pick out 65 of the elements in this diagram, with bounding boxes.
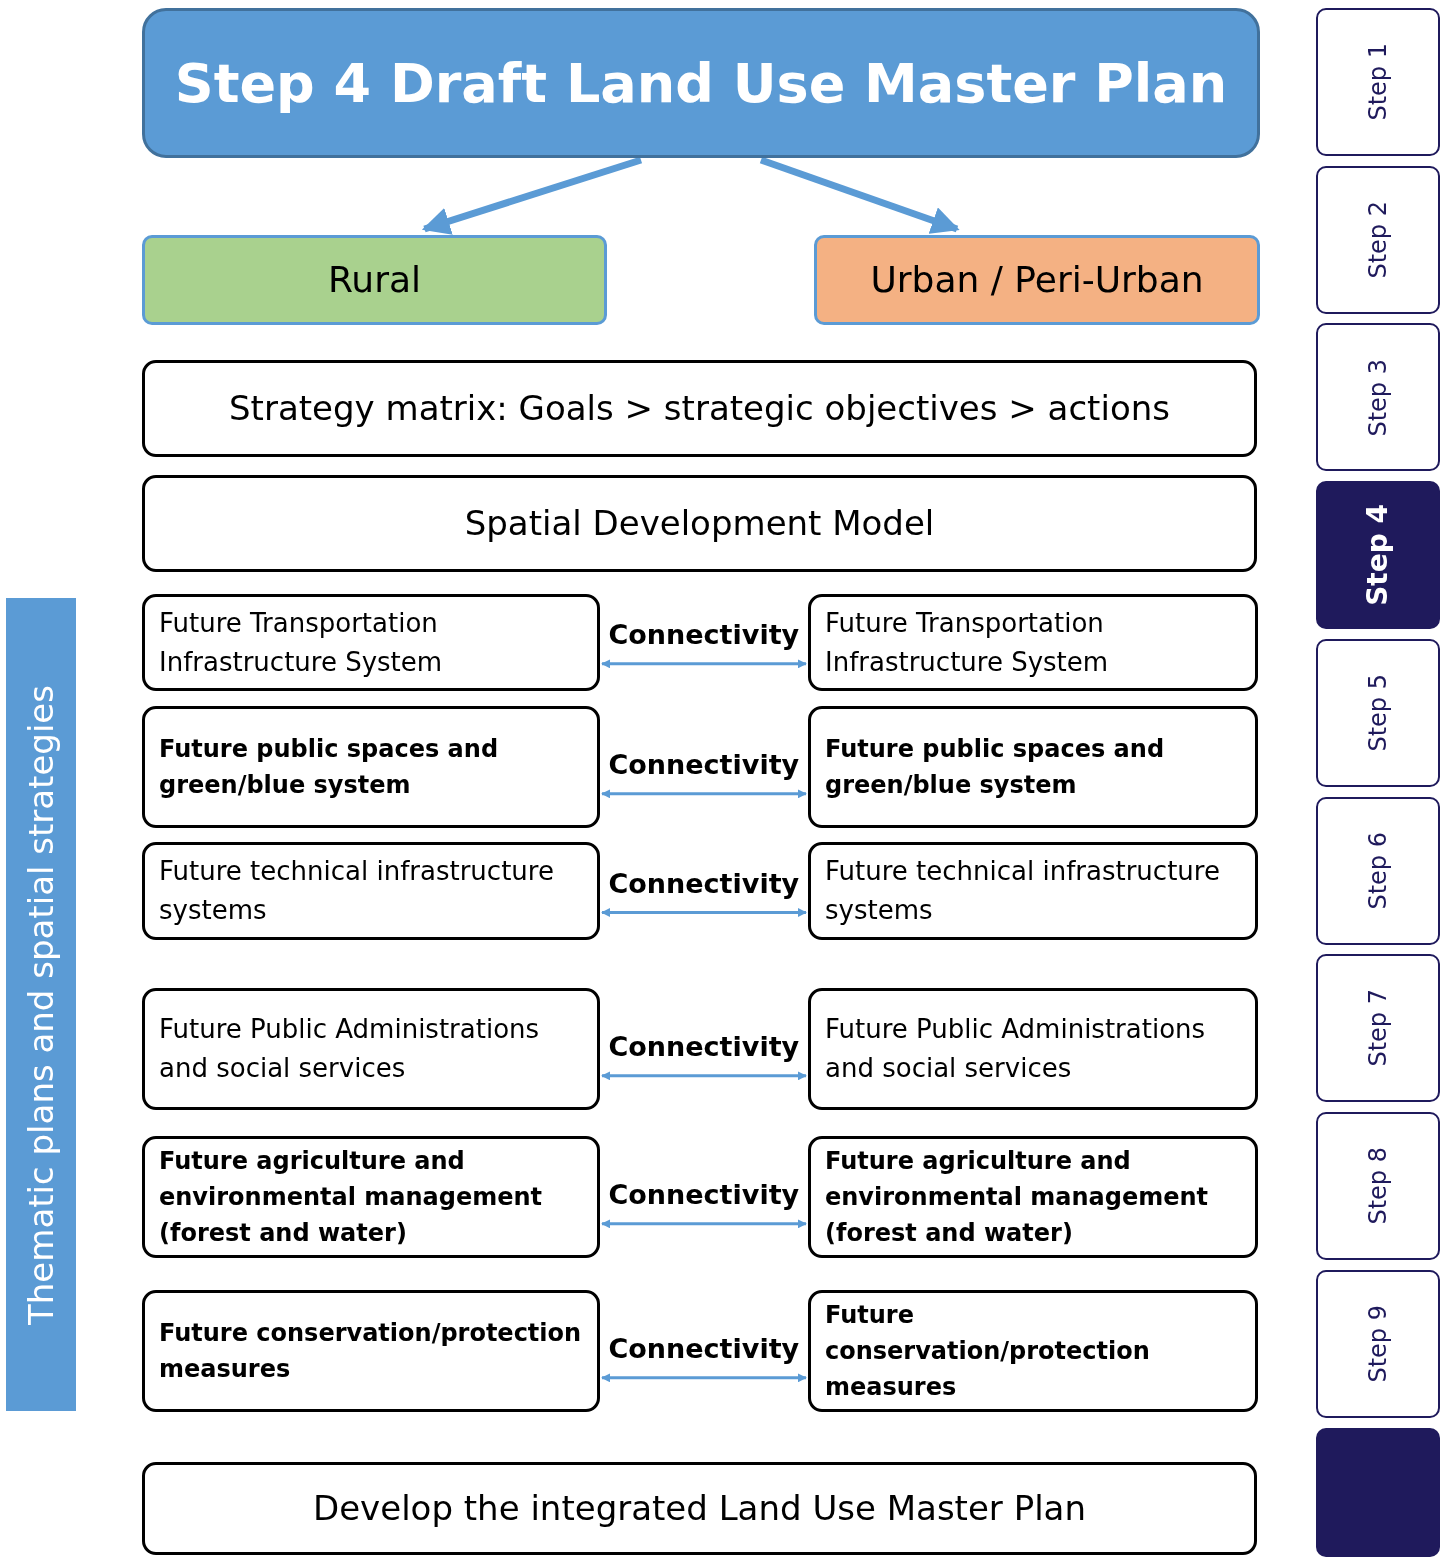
- step-tab: [1316, 796, 1440, 945]
- plan-box: [142, 842, 600, 940]
- node-text: Future technical infrastructure systems: [825, 855, 1221, 927]
- node-text: Spatial Development Model: [464, 502, 935, 545]
- node-text: Strategy matrix: Goals > strategic objectives > actions: [229, 387, 1170, 430]
- node-text: Rural: [327, 258, 422, 302]
- side-band: [6, 598, 76, 1411]
- step-tab: [1316, 638, 1440, 787]
- plan-box: [142, 706, 600, 828]
- category-box: [814, 235, 1260, 325]
- arrow: [601, 659, 807, 669]
- tab-label: Step 8: [1363, 1147, 1393, 1225]
- step-tab: [1316, 481, 1440, 630]
- plan-box: [142, 594, 600, 691]
- node-text: Future Public Administrations and social services: [825, 1013, 1207, 1085]
- process-box: [142, 1462, 1257, 1555]
- node-text: Future public spaces and green/blue system: [159, 734, 500, 801]
- step-tab: [1316, 323, 1440, 472]
- node-text: Future Public Administrations and social services: [159, 1013, 541, 1085]
- plan-box: [808, 706, 1258, 828]
- plan-box: [808, 1136, 1258, 1258]
- step-tab: [1316, 1428, 1440, 1557]
- category-box: [142, 235, 607, 325]
- node-text: Future public spaces and green/blue system: [825, 734, 1166, 801]
- arrow: [601, 789, 807, 799]
- node-text: Future agriculture and environmental management (forest and water): [159, 1146, 544, 1249]
- plan-box: [142, 1136, 600, 1258]
- process-box: [142, 360, 1257, 457]
- tab-label: Step 9: [1363, 1304, 1393, 1383]
- arrow: [601, 908, 807, 918]
- step-tab: [1316, 8, 1440, 156]
- tab-label: Thematic plans and spatial strategies: [19, 684, 62, 1325]
- arrow: [421, 156, 643, 235]
- node-text: Develop the integrated Land Use Master Plan: [313, 1487, 1086, 1530]
- process-box: [142, 475, 1257, 572]
- tab-label: Step 5: [1363, 674, 1393, 752]
- arrow: [601, 1219, 807, 1229]
- tab-label: Step 3: [1363, 358, 1393, 437]
- plan-box: [808, 594, 1258, 691]
- node-text: Urban / Peri-Urban: [870, 258, 1204, 302]
- node-text: Future Transportation Infrastructure System: [159, 606, 444, 679]
- step-tab: [1316, 165, 1440, 314]
- tab-label: Step 4: [1360, 504, 1395, 606]
- title-banner: [142, 8, 1260, 158]
- node-text: Future technical infrastructure systems: [159, 855, 555, 927]
- plan-box: [142, 988, 600, 1110]
- step-tab: [1316, 1111, 1440, 1260]
- tab-label: Step 1: [1363, 43, 1393, 121]
- node-text: Future Transportation Infrastructure System: [825, 606, 1110, 679]
- arrow: [759, 156, 960, 234]
- arrow: [601, 1071, 807, 1081]
- step-tab: [1316, 954, 1440, 1103]
- step-tab: [1316, 1269, 1440, 1418]
- plan-box: [808, 842, 1258, 940]
- node-text: Future conservation/protection measures: [825, 1300, 1151, 1403]
- tab-label: Step 7: [1363, 989, 1393, 1067]
- plan-box: [142, 1290, 600, 1412]
- node-text: Step 4 Draft Land Use Master Plan: [174, 50, 1228, 117]
- plan-box: [808, 1290, 1258, 1412]
- tab-label: Step 2: [1363, 200, 1393, 279]
- plan-box: [808, 988, 1258, 1110]
- node-text: Future conservation/protection measures: [159, 1318, 583, 1385]
- tab-label: Step 6: [1363, 831, 1393, 910]
- arrow: [601, 1373, 807, 1383]
- node-text: Future agriculture and environmental management (forest and water): [825, 1146, 1210, 1249]
